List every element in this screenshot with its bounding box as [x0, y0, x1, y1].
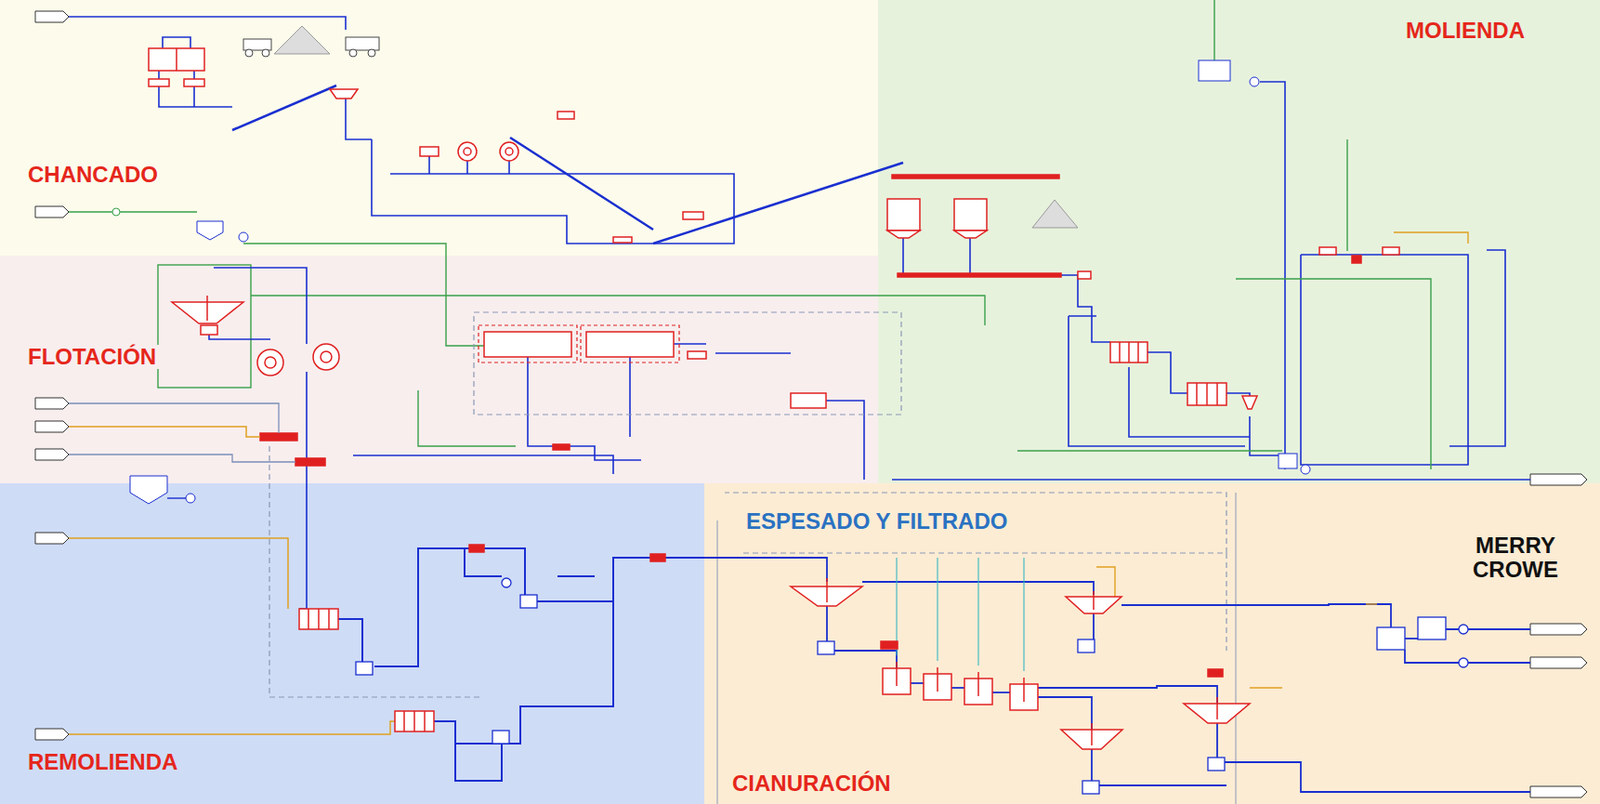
- water-tank: [68, 208, 249, 242]
- area-title: CIANURACIÓN: [729, 771, 894, 796]
- crushing-equipment: [148, 48, 704, 243]
- area-title: REMOLIENDA: [25, 749, 181, 774]
- flotation-inputs: [68, 403, 296, 504]
- thickeners: [790, 577, 1250, 749]
- grinding-lines: [891, 81, 1531, 480]
- area-title: MERRY CROWE: [1447, 533, 1584, 583]
- regrind-pumps: [355, 577, 538, 744]
- leach-thin-lines: [717, 492, 1236, 804]
- regrind-lines: [338, 548, 705, 781]
- process-area: REMOLIENDA: [0, 483, 705, 804]
- process-area: ESPESADO Y FILTRADO MERRY CROWE CIANURACIÓ…: [704, 483, 1600, 804]
- area-title: FLOTACIÓN: [25, 344, 159, 369]
- process-area: FLOTACIÓN: [0, 255, 879, 484]
- leach-dashed-lines: [724, 492, 1227, 651]
- stream-tags: [35, 11, 1587, 798]
- mine-vehicles: [243, 26, 380, 57]
- area-title: MOLIENDA: [1403, 18, 1528, 43]
- conveyors: [232, 85, 904, 244]
- flotation-equipment: [171, 295, 827, 466]
- area-title: ESPESADO Y FILTRADO: [743, 509, 1010, 534]
- area-title: CHANCADO: [25, 162, 161, 187]
- leach-pumps: [817, 616, 1469, 794]
- grinding-sumps: [1032, 60, 1311, 474]
- flotation-lines: [209, 267, 865, 609]
- solution-lines: [896, 557, 1024, 671]
- reagent-lines: [1393, 232, 1469, 244]
- regrind-inputs: [68, 537, 395, 735]
- crushing-lines: [68, 16, 735, 244]
- process-area: CHANCADO: [0, 0, 879, 256]
- cell-bank-frames: [478, 325, 680, 363]
- grinding-equipment: [887, 174, 1400, 409]
- flotation-water-lines: [157, 243, 985, 446]
- water-lines: [1017, 0, 1431, 470]
- flocculant-lines: [1096, 566, 1378, 688]
- flotation-dashed-lines: [269, 312, 902, 697]
- process-area: MOLIENDA: [878, 0, 1600, 484]
- regrind-equipment: [299, 544, 666, 732]
- leach-lines: [704, 557, 1531, 792]
